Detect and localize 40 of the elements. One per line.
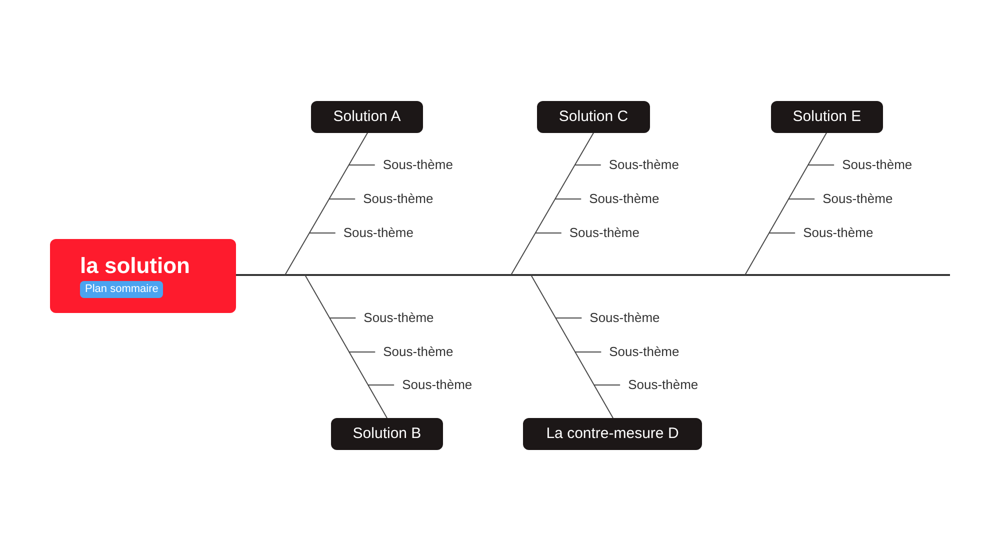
subtheme-text: Sous-thème	[589, 191, 660, 207]
branch-line	[574, 164, 602, 166]
category-label: La contre-mesure D	[523, 418, 702, 450]
subtheme-text: Sous-thème	[822, 191, 893, 207]
head-box	[50, 239, 236, 313]
branch-line	[348, 164, 376, 166]
spine-line	[236, 274, 950, 276]
subtheme-text: Sous-thème	[383, 344, 454, 360]
branch-line	[510, 132, 594, 276]
subtheme-text: Sous-thème	[842, 157, 912, 173]
subtheme-text: Sous-thème	[608, 157, 679, 173]
subtheme-text: Sous-thème	[363, 191, 434, 207]
branch-line	[368, 384, 395, 386]
branch-line	[744, 132, 828, 276]
tag: Plan sommaire	[80, 280, 164, 298]
branch-line	[554, 198, 582, 200]
branch-line	[308, 232, 336, 234]
subtheme-text: Sous-thème	[402, 377, 472, 393]
subtheme-text: Sous-thème	[364, 310, 434, 326]
subtheme-text: Sous-thème	[569, 225, 640, 241]
subtheme-text: Sous-thème	[609, 344, 680, 360]
category-label: Solution C	[537, 101, 650, 133]
branch-line	[530, 274, 614, 418]
branch-line	[284, 132, 368, 276]
subtheme-text: Sous-thème	[382, 157, 453, 173]
branch-line	[328, 198, 356, 200]
branch-line	[304, 274, 388, 418]
subtheme-text: Sous-thème	[628, 377, 698, 393]
category-label: Solution A	[311, 101, 423, 133]
branch-line	[808, 164, 835, 166]
subtheme-text: Sous-thème	[803, 225, 874, 241]
branch-line	[594, 384, 621, 386]
subtheme-text: Sous-thème	[343, 225, 414, 241]
category-label: Solution E	[771, 101, 883, 133]
branch-line	[534, 232, 562, 234]
branch-line	[768, 232, 796, 234]
branch-line	[788, 198, 816, 200]
head-title: la solution	[80, 254, 190, 276]
subtheme-text: Sous-thème	[590, 310, 660, 326]
category-label: Solution B	[331, 418, 443, 450]
